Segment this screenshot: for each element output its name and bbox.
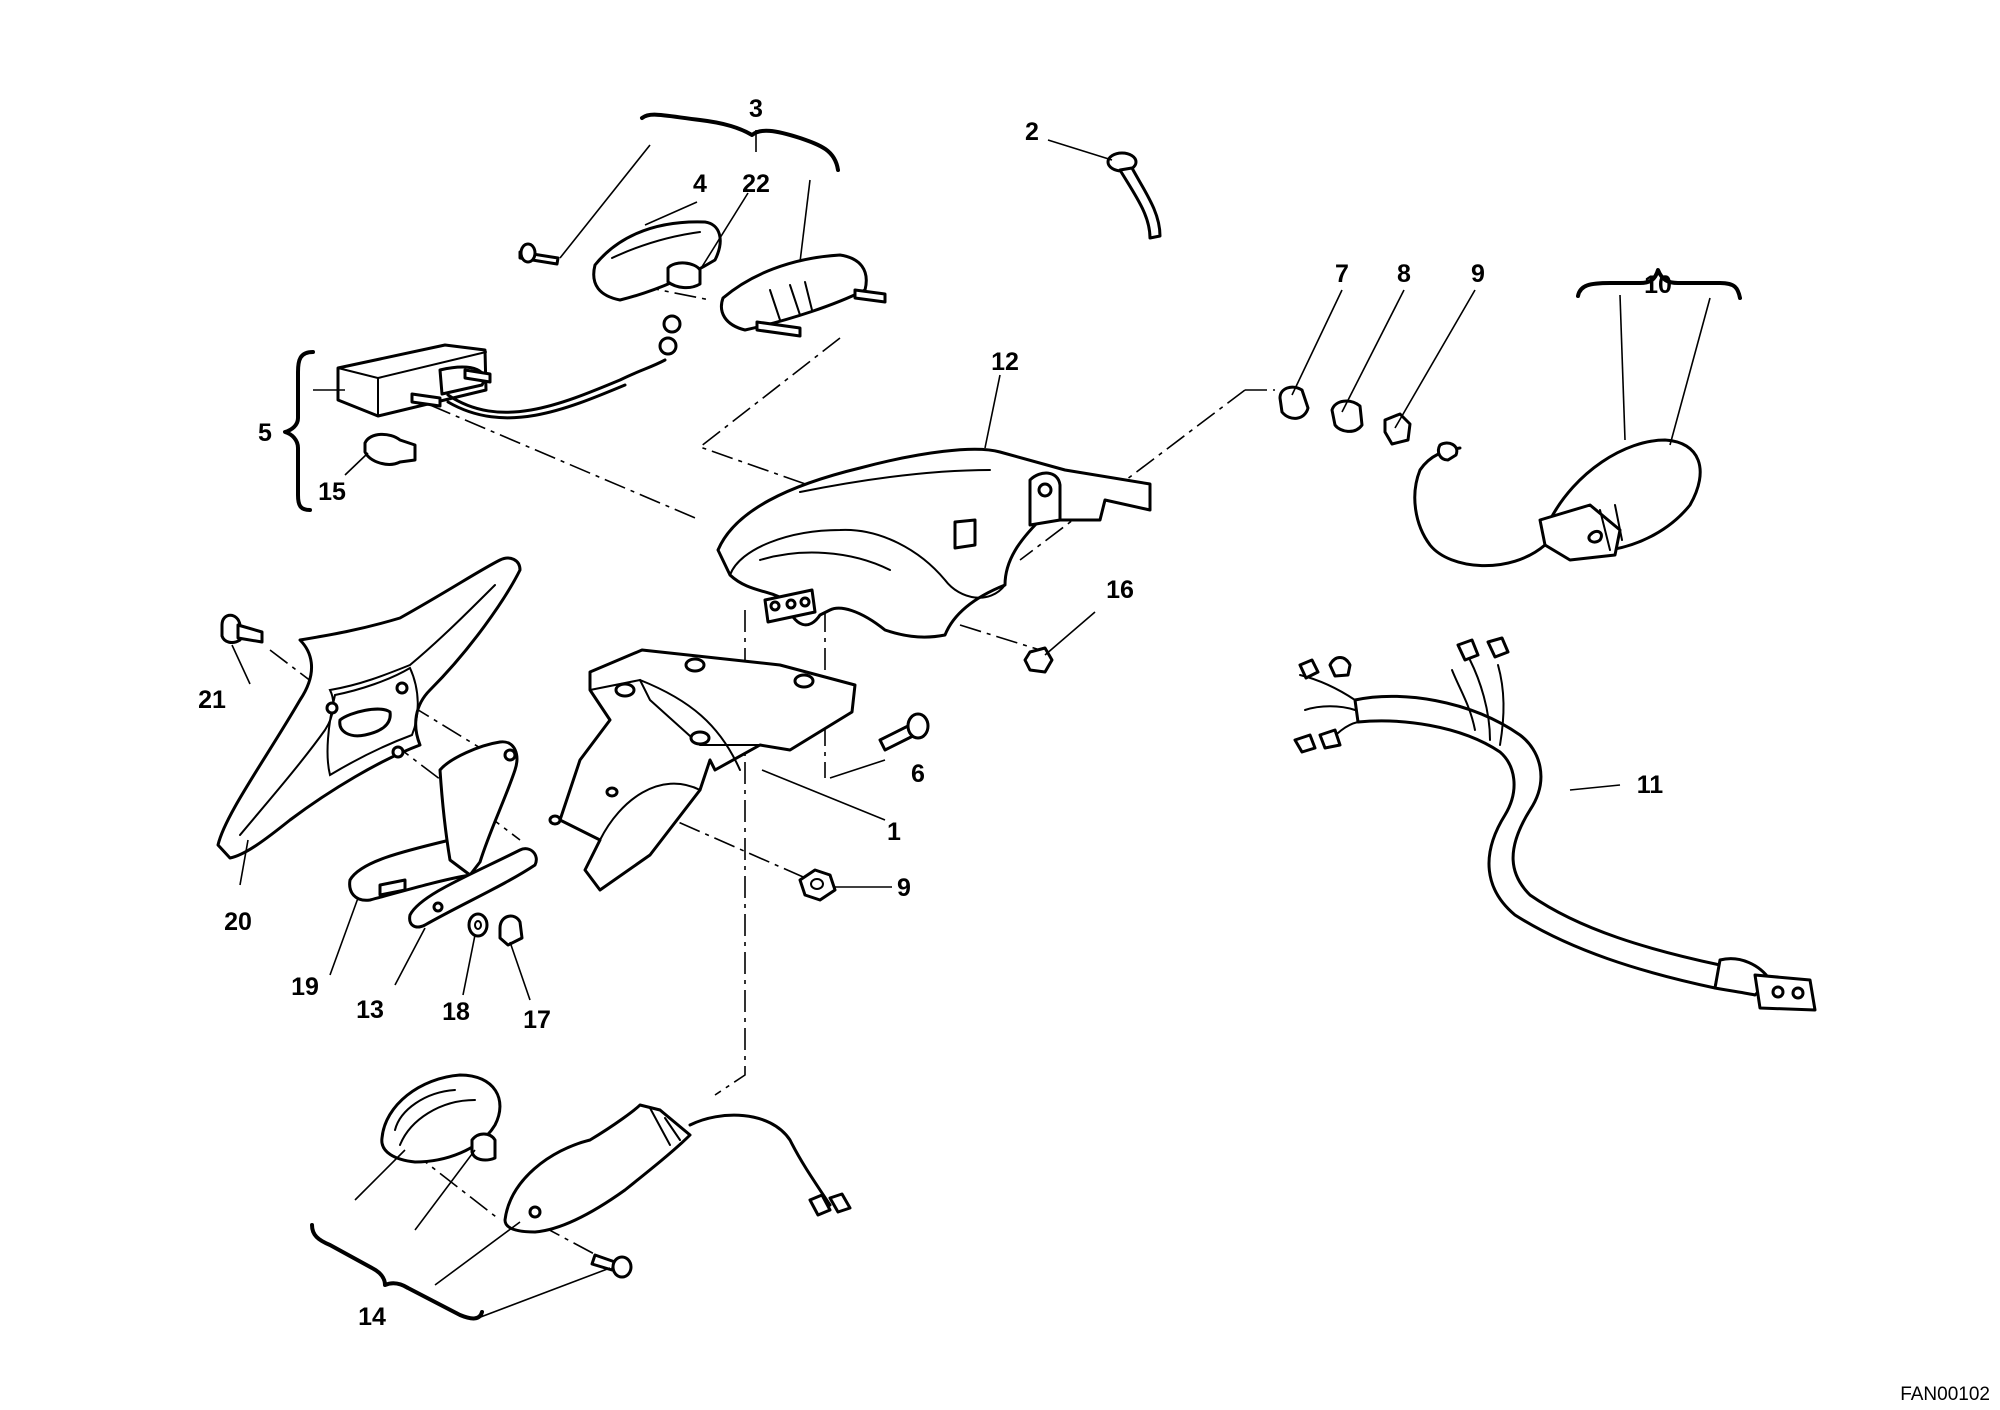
callout-18: 18 <box>442 998 470 1026</box>
part-nut-9-upper <box>1383 412 1412 446</box>
part-bulb-15 <box>363 432 417 466</box>
callout-3: 3 <box>749 95 763 123</box>
callout-7: 7 <box>1335 260 1349 288</box>
callout-15: 15 <box>318 478 346 506</box>
part-plate-light <box>336 314 682 420</box>
part-bush-8 <box>1330 399 1364 433</box>
callout-5: 5 <box>258 419 272 447</box>
part-nut-9-lower <box>798 868 837 902</box>
part-tail-light <box>518 220 887 338</box>
callout-6: 6 <box>911 760 925 788</box>
callout-11: 11 <box>1637 771 1664 799</box>
brace-5 <box>283 350 315 512</box>
drawing-code: FAN00102 <box>1900 1384 1990 1405</box>
callout-12: 12 <box>991 348 1019 376</box>
part-turn-signal-right <box>1413 438 1702 568</box>
brace-3 <box>640 112 840 172</box>
callout-13: 13 <box>356 996 384 1024</box>
part-wiring-harness <box>1293 636 1817 1012</box>
callout-17: 17 <box>523 1006 551 1034</box>
callout-22: 22 <box>742 170 770 198</box>
part-plate-holder <box>216 556 522 860</box>
callout-2: 2 <box>1025 118 1039 146</box>
callout-1: 1 <box>887 818 901 846</box>
part-turn-signal-left <box>380 1073 852 1279</box>
part-rivet <box>1106 151 1162 240</box>
part-arm-13 <box>408 847 538 929</box>
part-rear-fender <box>716 447 1152 639</box>
callout-19: 19 <box>291 973 319 1001</box>
leader-lines <box>231 130 1711 1319</box>
callout-9-lower: 9 <box>897 874 911 902</box>
part-screw-6 <box>878 712 930 752</box>
part-washer-18 <box>467 912 489 938</box>
callout-14: 14 <box>358 1303 386 1331</box>
callout-8: 8 <box>1397 260 1411 288</box>
callout-20: 20 <box>224 908 252 936</box>
callout-4: 4 <box>693 170 707 198</box>
part-nut-17 <box>498 914 524 947</box>
part-bolt-21 <box>220 613 264 645</box>
callout-9-upper: 9 <box>1471 260 1485 288</box>
callout-10: 10 <box>1644 271 1672 299</box>
callout-16: 16 <box>1106 576 1134 604</box>
callout-labels: 1 2 3 4 5 6 7 8 9 9 10 11 12 13 14 15 16… <box>198 95 1672 1331</box>
brace-10 <box>1576 268 1742 300</box>
part-bracket-19 <box>348 740 519 902</box>
part-grommet-7 <box>1278 385 1310 420</box>
callout-21: 21 <box>198 686 226 714</box>
brace-14 <box>310 1223 484 1321</box>
part-tail-bracket <box>548 648 857 892</box>
